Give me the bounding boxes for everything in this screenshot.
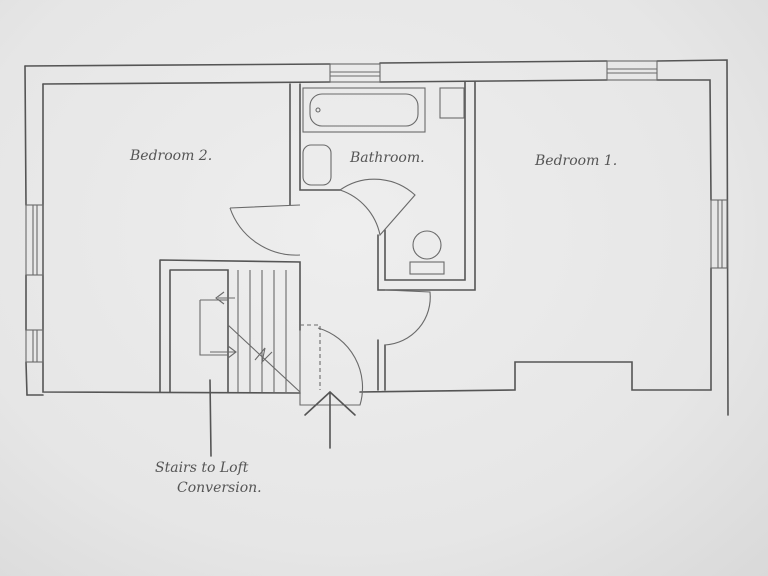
bathtub (302, 87, 465, 133)
room-label-bedroom-1: Bedroom 1. (534, 153, 617, 169)
stairs (159, 259, 321, 393)
bathroom-walls (289, 81, 476, 391)
annotation-line-1: Stairs to Loft (155, 460, 249, 476)
annotation-line-2: Conversion. (177, 480, 262, 496)
toilet-right (409, 230, 445, 275)
room-label-bathroom: Bathroom. (349, 150, 425, 166)
stairs-label-leader (209, 379, 212, 457)
entry-arrow (304, 390, 356, 449)
room-label-bedroom-2: Bedroom 2. (129, 148, 212, 164)
toilet-left (302, 144, 332, 186)
doors (229, 178, 431, 406)
outer-walls (24, 59, 729, 416)
windows (25, 60, 728, 363)
